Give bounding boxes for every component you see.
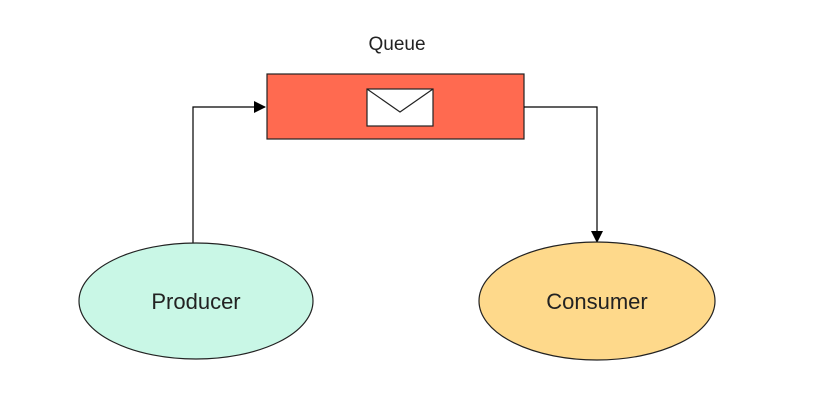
queue-label: Queue (368, 34, 425, 55)
consumer-label: Consumer (546, 289, 647, 314)
envelope-icon (366, 88, 434, 127)
edge-producer-to-queue (192, 101, 266, 244)
producer-label: Producer (151, 289, 240, 314)
producer-node (78, 242, 314, 360)
edge-queue-to-consumer (524, 106, 603, 243)
consumer-node (478, 241, 716, 361)
